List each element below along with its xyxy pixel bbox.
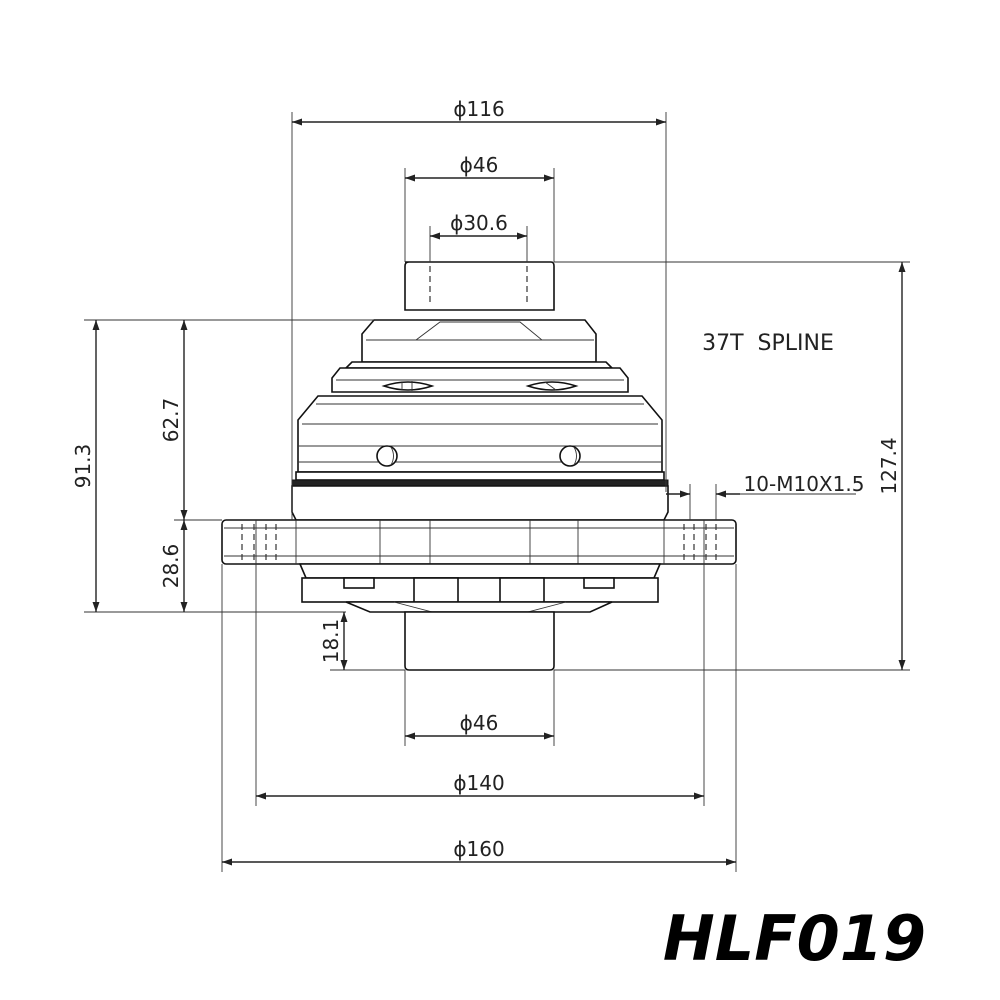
pin-hole-left (376, 445, 398, 467)
dim-label-d160: ϕ160 (453, 837, 504, 861)
thread-note: 10-M10X1.5 (744, 472, 865, 496)
dim-label-d140: ϕ140 (453, 771, 504, 795)
top-spline-stub (404, 261, 555, 311)
dim-label-h91-3: 91.3 (71, 444, 95, 489)
differential-body (221, 261, 737, 671)
dim-label-h28-6: 28.6 (159, 544, 183, 589)
bolt-hole-right (683, 524, 717, 560)
lower-skirt (301, 577, 659, 603)
dim-label-d46-top: ϕ46 (460, 153, 499, 177)
dim-label-h127-4: 127.4 (877, 437, 901, 494)
bottom-spline-stub (404, 611, 555, 671)
dim-label-h18-1: 18.1 (319, 619, 343, 664)
dimension-lines (84, 112, 910, 872)
oil-window-right (525, 381, 579, 391)
dim-label-d116: ϕ116 (453, 97, 504, 121)
dim-label-h62-7: 62.7 (159, 398, 183, 443)
mounting-flange (221, 519, 737, 565)
model-number: HLF019 (663, 902, 926, 975)
spline-note: 37T SPLINE (702, 331, 834, 356)
dim-label-d46-bottom: ϕ46 (460, 711, 499, 735)
flange-hub (291, 485, 669, 521)
pin-hole-right (559, 445, 581, 467)
oil-window-left (381, 381, 435, 391)
dim-label-d30-6: ϕ30.6 (450, 211, 508, 235)
bolt-hole-left (241, 524, 277, 560)
main-case (297, 395, 663, 473)
upper-cap (361, 319, 597, 363)
